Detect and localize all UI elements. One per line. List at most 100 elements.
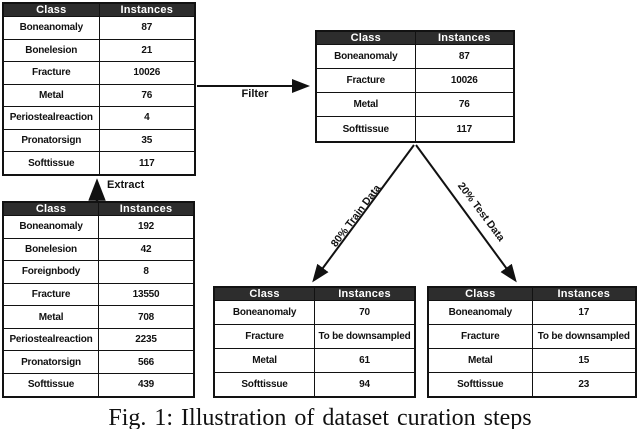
column-header: Instances <box>98 2 196 17</box>
instances-cell: 76 <box>98 83 196 107</box>
instances-cell: To be downsampled <box>314 323 416 349</box>
class-cell: Pronatorsign <box>2 350 99 374</box>
instances-cell: 15 <box>531 347 637 373</box>
column-header: Instances <box>98 201 195 216</box>
class-cell: Metal <box>427 347 533 373</box>
class-cell: Boneanomaly <box>213 300 315 325</box>
instances-cell: 87 <box>414 43 515 70</box>
instances-cell: 117 <box>98 151 196 176</box>
column-header: Instances <box>414 30 515 45</box>
test-split-arrow <box>415 144 517 283</box>
class-cell: Boneanomaly <box>427 300 533 325</box>
class-cell: Metal <box>315 92 416 118</box>
class-cell: Softtissue <box>427 371 533 398</box>
filter-arrow-label: Filter <box>241 88 269 100</box>
class-cell: Softtissue <box>2 151 100 176</box>
class-cell: Pronatorsign <box>2 128 100 152</box>
class-cell: Boneanomaly <box>2 16 100 40</box>
instances-cell: 8 <box>98 260 195 284</box>
instances-cell: 21 <box>98 38 196 62</box>
class-cell: Metal <box>2 305 99 329</box>
extract-arrow-label: Extract <box>107 179 145 191</box>
test-split-arrow-label: 20% Test Data <box>455 180 507 244</box>
column-header: Instances <box>531 286 637 301</box>
class-cell: Softtissue <box>2 372 99 398</box>
instances-cell: 13550 <box>98 282 195 307</box>
class-cell: Bonelesion <box>2 38 100 62</box>
instances-cell: 4 <box>98 106 196 130</box>
instances-cell: 76 <box>414 92 515 118</box>
instances-cell: 17 <box>531 300 637 325</box>
class-cell: Fracture <box>2 282 99 307</box>
instances-cell: 117 <box>414 116 515 143</box>
train-split-arrow-label: 80% Train Data <box>328 182 384 250</box>
class-cell: Softtissue <box>213 371 315 398</box>
instances-cell: 10026 <box>98 61 196 85</box>
class-cell: Periostealreaction <box>2 106 100 130</box>
instances-cell: To be downsampled <box>531 323 637 349</box>
instances-cell: 35 <box>98 128 196 152</box>
column-header: Instances <box>314 286 416 301</box>
class-cell: Boneanomaly <box>2 215 99 239</box>
instances-cell: 94 <box>314 371 416 398</box>
figure-caption: Fig. 1: Illustration of dataset curation… <box>108 405 532 429</box>
column-header: Class <box>213 286 315 301</box>
class-cell: Boneanomaly <box>315 43 416 70</box>
class-cell: Foreignbody <box>2 260 99 284</box>
column-header: Class <box>315 30 416 45</box>
class-cell: Metal <box>2 83 100 107</box>
instances-cell: 87 <box>98 16 196 40</box>
instances-cell: 192 <box>98 215 195 239</box>
class-cell: Periostealreaction <box>2 327 99 352</box>
instances-cell: 42 <box>98 237 195 262</box>
class-cell: Fracture <box>213 323 315 349</box>
instances-cell: 2235 <box>98 327 195 352</box>
instances-cell: 61 <box>314 347 416 373</box>
instances-cell: 439 <box>98 372 195 398</box>
column-header: Class <box>2 201 99 216</box>
column-header: Class <box>427 286 533 301</box>
class-cell: Metal <box>213 347 315 373</box>
instances-cell: 708 <box>98 305 195 329</box>
instances-cell: 70 <box>314 300 416 325</box>
column-header: Class <box>2 2 100 17</box>
